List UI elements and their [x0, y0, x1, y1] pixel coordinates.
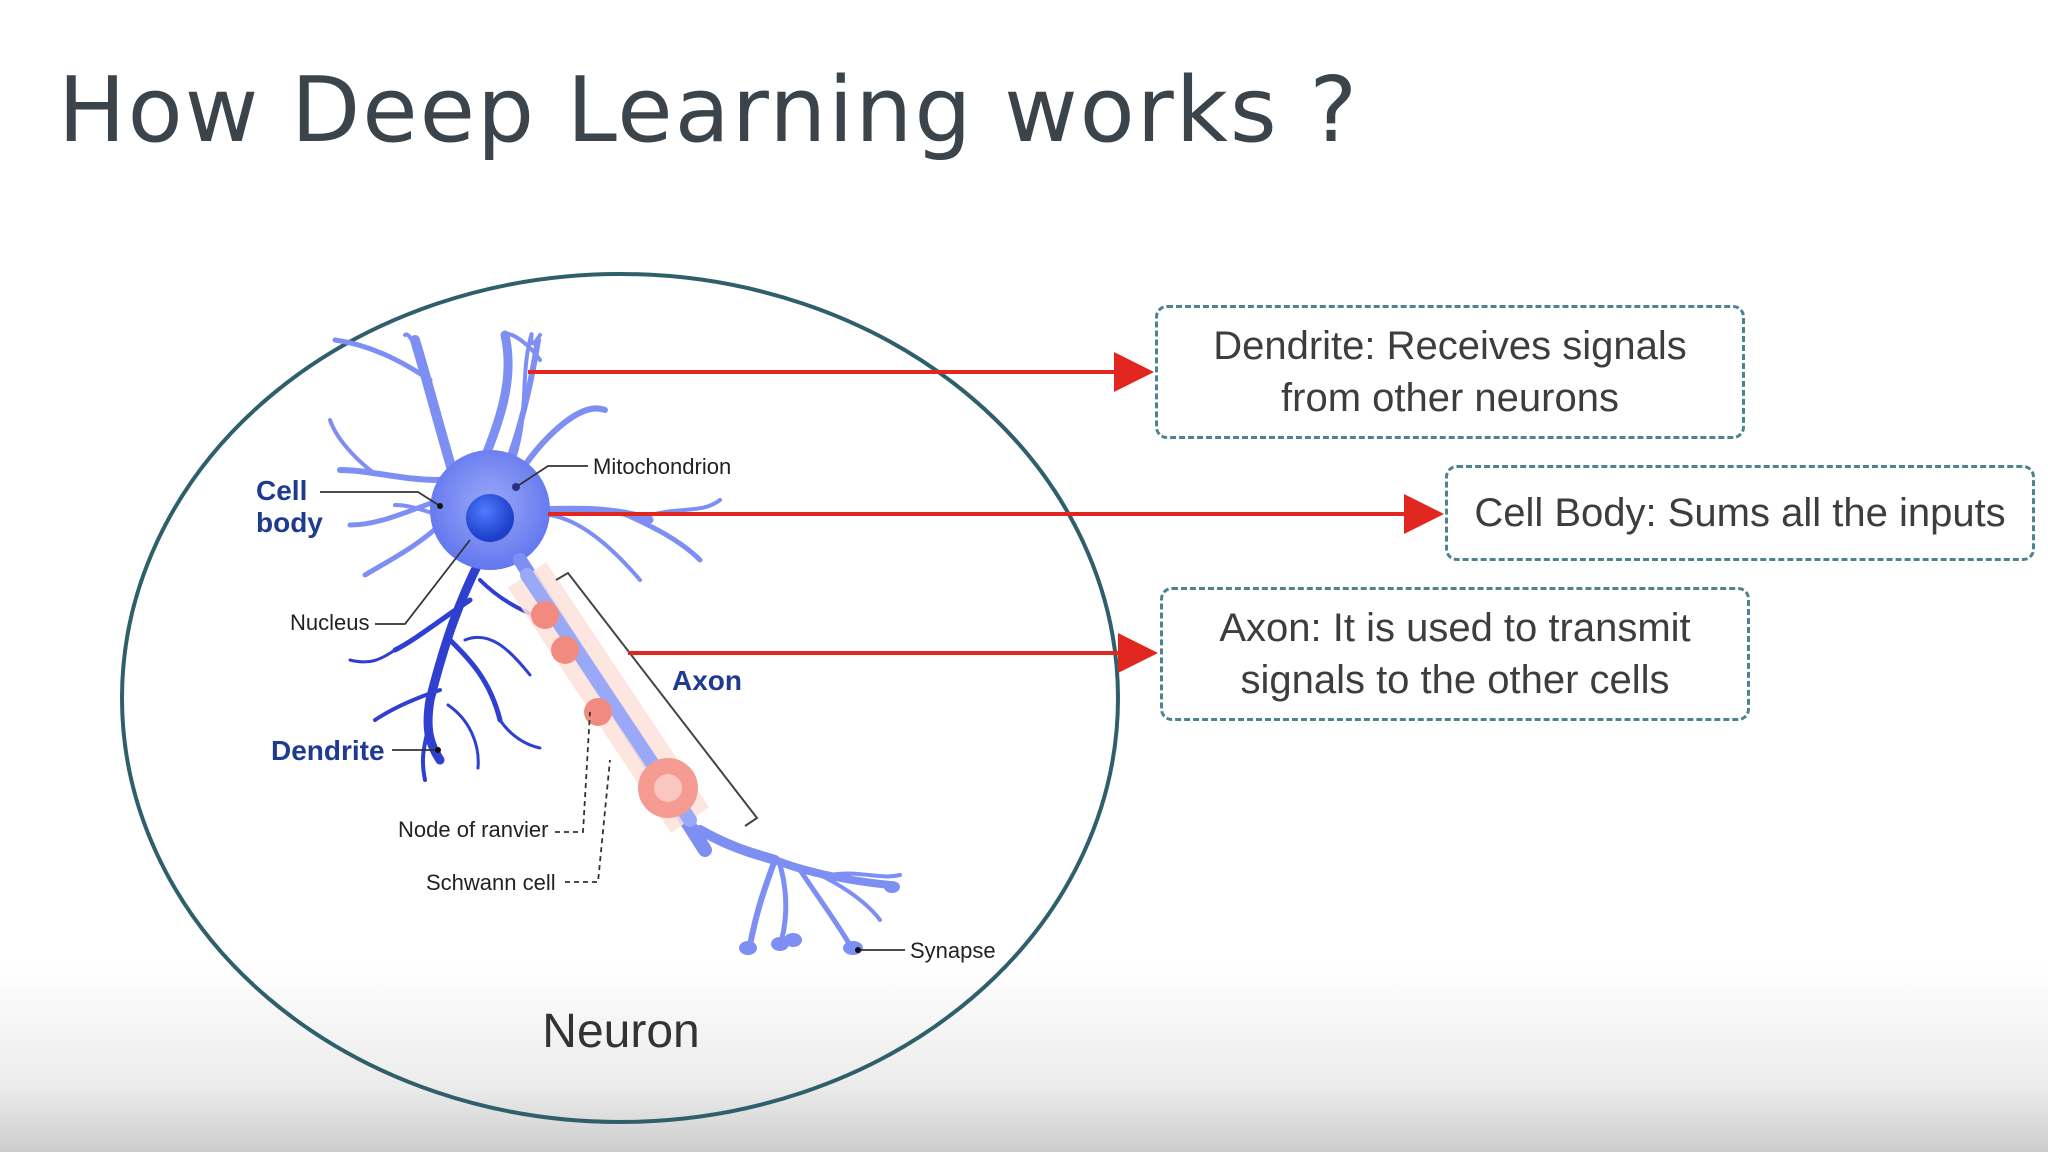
node-of-ranvier-label: Node of ranvier: [398, 817, 548, 842]
axon-callout: Axon: It is used to transmit signals to …: [1160, 587, 1750, 721]
cell-body-label-line1: Cell: [256, 475, 307, 506]
node-of-ranvier-marker: [584, 698, 612, 726]
lower-dendrites: [348, 555, 547, 782]
leader-lines: [320, 465, 905, 951]
dendrite-label: Dendrite: [271, 735, 385, 766]
schwann-cell-label: Schwann cell: [426, 870, 556, 895]
axon-terminals: [695, 825, 902, 948]
neuron-ellipse: [120, 272, 1120, 1124]
axon-callout-line1: Axon: It is used to transmit: [1219, 606, 1691, 650]
synapse-label: Synapse: [910, 938, 996, 963]
cell-body-label-line2: body: [256, 507, 323, 538]
axon-label: Axon: [672, 665, 742, 696]
dendrite-callout: Dendrite: Receives signals from other ne…: [1155, 305, 1745, 439]
axon-callout-line2: signals to the other cells: [1240, 658, 1670, 702]
slide-title: How Deep Learning works ?: [58, 58, 1360, 163]
dendrite-callout-line1: Dendrite: Receives signals: [1213, 324, 1687, 368]
pointer-arrows: [528, 352, 1444, 673]
axon: [507, 553, 712, 857]
cell-body-callout: Cell Body: Sums all the inputs: [1445, 465, 2035, 561]
nucleus: [466, 494, 514, 542]
dendrite-callout-line2: from other neurons: [1281, 376, 1619, 420]
cell-body-callout-line1: Cell Body: Sums all the inputs: [1474, 491, 2006, 535]
mitochondrion-label: Mitochondrion: [593, 454, 731, 479]
axon-bracket: [555, 571, 759, 827]
myelin-node-2: [551, 636, 579, 664]
myelin-node-1: [531, 601, 559, 629]
nucleus-label: Nucleus: [290, 610, 369, 635]
neuron-caption: Neuron: [542, 1005, 699, 1058]
